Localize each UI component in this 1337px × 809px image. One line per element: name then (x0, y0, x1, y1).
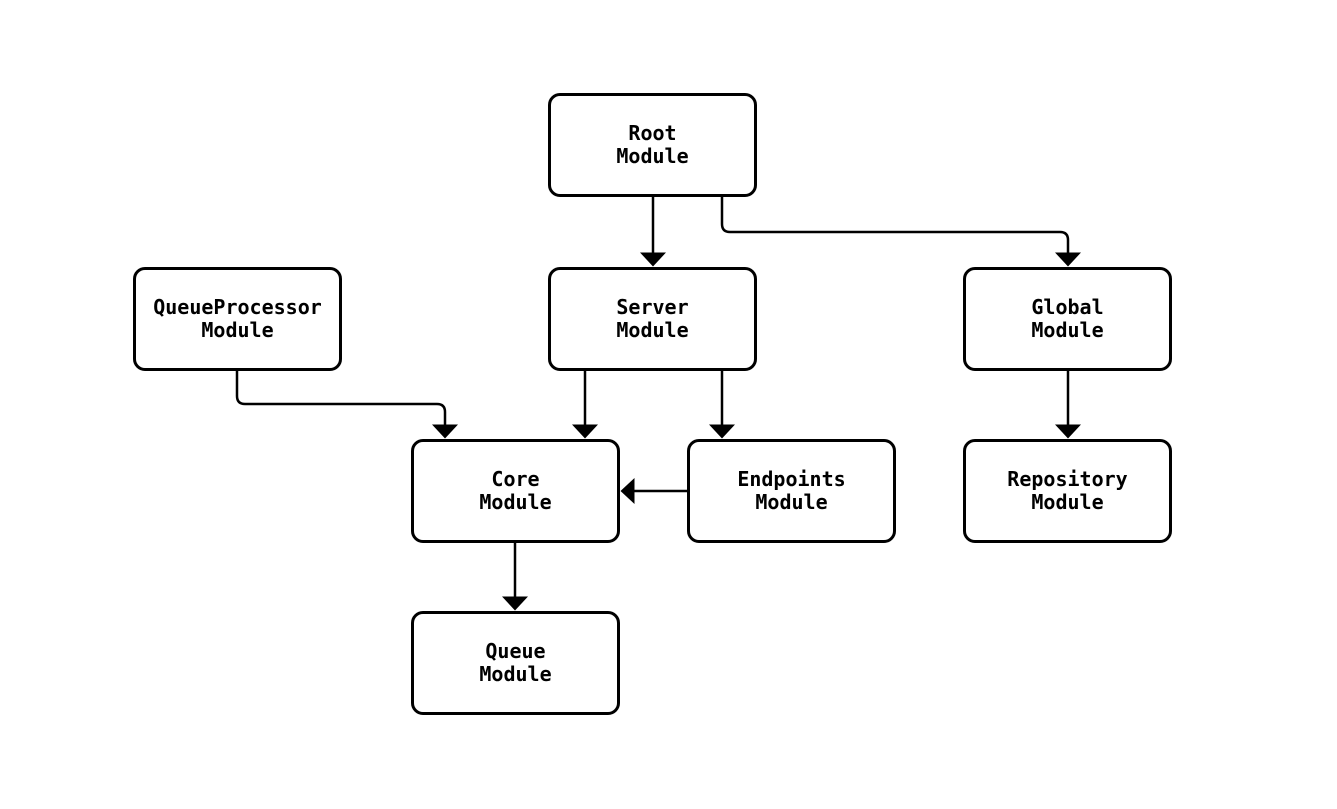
node-label-line1: QueueProcessor (153, 295, 322, 319)
node-label-line1: Server (616, 295, 689, 319)
node-repository-module: Repository Module (963, 439, 1172, 543)
node-global-module: Global Module (963, 267, 1172, 371)
node-label-line1: Core (491, 467, 540, 491)
node-label-line2: Module (201, 318, 274, 342)
node-label-line1: Root (628, 121, 677, 145)
node-core-module: Core Module (411, 439, 620, 543)
node-label-line2: Module (616, 318, 689, 342)
node-label-line1: Global (1031, 295, 1104, 319)
node-label-line2: Module (616, 144, 689, 168)
node-label-line2: Module (1031, 318, 1104, 342)
node-label-line2: Module (1031, 490, 1104, 514)
node-label-line2: Module (479, 490, 552, 514)
node-queueprocessor-module: QueueProcessor Module (133, 267, 342, 371)
node-label-line1: Queue (485, 639, 546, 663)
node-label-line1: Repository (1007, 467, 1128, 491)
node-label-line1: Endpoints (737, 467, 846, 491)
node-label-line2: Module (755, 490, 828, 514)
node-queue-module: Queue Module (411, 611, 620, 715)
node-server-module: Server Module (548, 267, 757, 371)
edge-root-to-global (720, 197, 1081, 267)
node-endpoints-module: Endpoints Module (687, 439, 896, 543)
edge-queueprocessor-to-core (235, 371, 458, 439)
node-label-line2: Module (479, 662, 552, 686)
node-root-module: Root Module (548, 93, 757, 197)
